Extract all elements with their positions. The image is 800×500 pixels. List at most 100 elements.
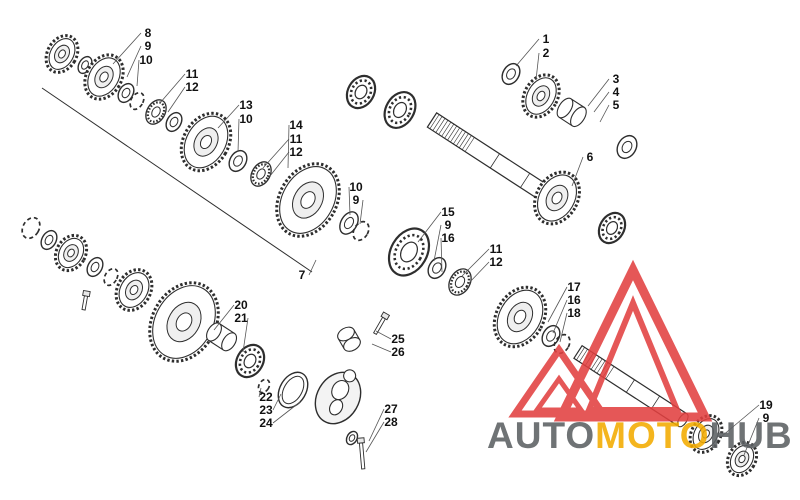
part-gear: [521, 73, 561, 119]
callout-leader-line: [547, 286, 568, 323]
callout-number: 28: [384, 415, 398, 429]
callout-leader-line: [467, 261, 490, 285]
part-gear: [53, 233, 89, 273]
part-washer: [40, 229, 58, 251]
part-ring: [103, 267, 119, 287]
callout-number: 14: [289, 118, 303, 132]
brand-watermark: AUTOMOTOHUB: [487, 259, 793, 456]
callout-number: 11: [186, 67, 199, 81]
callout-number: 13: [239, 98, 253, 112]
part-gear: [725, 440, 759, 478]
watermark-text: AUTOMOTOHUB: [487, 415, 793, 456]
callout-leader-line: [217, 104, 240, 129]
callout-number: 1: [543, 32, 550, 46]
callout-number: 12: [185, 80, 199, 94]
logo-triangle-large-outer: [553, 259, 713, 422]
part-bolt: [81, 289, 91, 311]
callout-leader-line: [587, 78, 610, 107]
callout-number: 11: [290, 132, 303, 146]
callout-leader-line: [461, 248, 490, 277]
part-gear: [492, 285, 548, 349]
callout-leader-line: [433, 224, 442, 262]
logo-triangle-small-outer: [508, 343, 610, 418]
callout-number: 23: [259, 403, 273, 417]
callout-number: 4: [613, 85, 620, 99]
part-gear: [688, 414, 724, 454]
part-bolt: [356, 437, 366, 470]
part-washer: [616, 134, 638, 160]
part-washer: [86, 256, 104, 278]
callout-leader-line: [136, 59, 140, 87]
callout-number: 9: [353, 193, 360, 207]
part-bearing: [234, 343, 266, 379]
callout-leader-line: [359, 199, 364, 225]
callout-number: 2: [543, 46, 550, 60]
callout-leader-line: [287, 124, 290, 169]
callout-leader-line: [112, 32, 142, 65]
part-collar: [448, 268, 472, 296]
callout-number: 6: [587, 150, 594, 164]
callout-leader-line: [348, 186, 351, 216]
callout-leader-line: [559, 312, 568, 343]
callout-leader-line: [159, 73, 186, 104]
callout-number: 5: [613, 98, 620, 112]
callout-leader-line: [535, 52, 540, 81]
callout-leader-line: [126, 45, 142, 78]
callout-number: 3: [613, 72, 620, 86]
callout-number: 16: [441, 231, 455, 245]
callout-number: 12: [289, 145, 303, 159]
callout-number: 17: [567, 280, 581, 294]
callout-leader-line: [365, 421, 385, 453]
watermark-word-hub: HUB: [709, 415, 792, 456]
part-gear: [114, 268, 154, 312]
part-washer: [117, 82, 135, 104]
callout-leader-line: [515, 38, 540, 67]
part-washer: [339, 211, 359, 235]
part-ring: [129, 91, 145, 111]
part-washer: [228, 149, 248, 173]
callout-number: 26: [391, 345, 405, 359]
watermark-word-auto: AUTO: [487, 415, 595, 456]
part-gear: [83, 53, 125, 101]
part-washer: [501, 62, 521, 86]
callout-number: 9: [763, 411, 770, 425]
callout-leader-line: [371, 343, 392, 353]
callout-leader-line: [593, 91, 610, 113]
part-bearing: [383, 91, 417, 129]
callout-leader-line: [237, 118, 240, 153]
part-gear: [275, 162, 341, 238]
brand-logo-triangle-icon: [508, 259, 713, 422]
callout-number: 15: [441, 205, 455, 219]
callout-number: 8: [145, 26, 152, 40]
callout-leader-line: [213, 304, 235, 331]
callout-number: 20: [234, 298, 248, 312]
callout-number: 10: [139, 53, 153, 67]
part-collar: [250, 161, 272, 187]
callout-leader-line: [167, 86, 186, 113]
part-washer: [427, 256, 447, 280]
callout-leader-line: [599, 104, 610, 123]
part-bolt: [372, 311, 391, 336]
part-bearing: [345, 74, 377, 110]
callout-leader-line: [242, 317, 249, 353]
part-ring: [21, 216, 41, 240]
callout-leader-line: [368, 408, 385, 442]
callout-number: 12: [489, 255, 503, 269]
callout-leader-line: [571, 156, 584, 187]
part-gasket: [277, 371, 309, 409]
part-washer: [541, 324, 561, 348]
part-cyl: [556, 97, 587, 128]
callout-leader-line: [552, 299, 568, 334]
part-gear: [148, 281, 220, 363]
part-washer: [345, 430, 359, 446]
parts-layer: [21, 34, 759, 478]
callout-number: 27: [384, 402, 398, 416]
callout-number: 16: [567, 293, 581, 307]
part-cyl: [206, 322, 238, 352]
callout-number: 7: [299, 268, 306, 282]
callout-leader-line: [272, 393, 282, 411]
callout-leader-line: [417, 211, 442, 243]
part-gear: [179, 111, 233, 173]
